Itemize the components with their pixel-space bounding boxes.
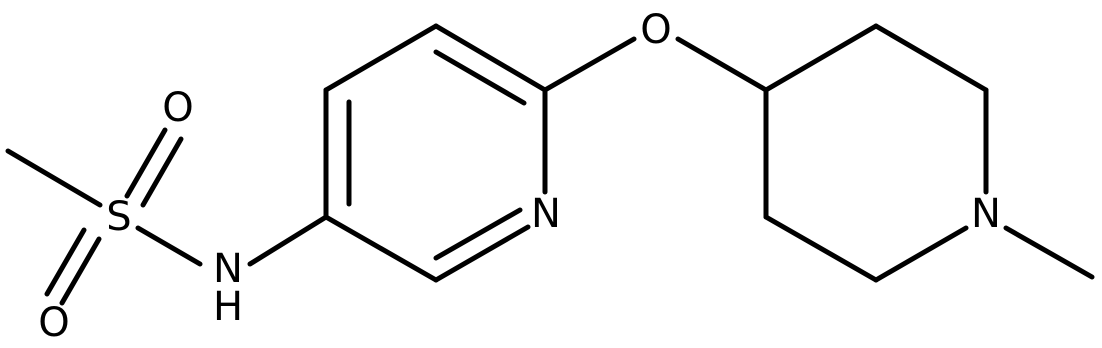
bond-pip-c3-c2 [873, 23, 989, 93]
bond-ring-c3-c2 [433, 23, 548, 93]
atom-labels: O S O N H N O N [38, 7, 1001, 346]
atom-ether-o: O [640, 7, 671, 53]
atom-o-sulfonyl-bottom: O [38, 300, 69, 346]
bond-s-o-top-2 [140, 136, 184, 208]
atom-piperidine-n: N [971, 191, 1001, 237]
bond-ring-c6-c5 [323, 214, 439, 283]
bond-s-o-bottom-1 [59, 236, 102, 306]
bond-ring-c3-c2-inner [433, 49, 527, 106]
bond-n-c5 [247, 214, 329, 267]
bond-layer [5, 23, 1095, 306]
bond-ring-n-c6-inner [433, 207, 523, 261]
atom-amide-h: H [213, 284, 243, 330]
atom-s: S [106, 194, 131, 240]
bond-s-n [135, 225, 203, 267]
bond-c2-o [542, 36, 637, 93]
atom-pyridine-n: N [531, 191, 561, 237]
bond-ring-c4-c3 [323, 23, 439, 93]
bond-s-o-top-1 [124, 127, 168, 199]
bond-pip-c4-c3 [763, 23, 879, 93]
bond-o-c4pip [675, 36, 769, 93]
bond-pip-c6-c5 [763, 214, 879, 283]
bond-methyl-s [5, 148, 103, 208]
bond-pip-n-c6 [873, 225, 969, 283]
bond-n-methyl [1003, 225, 1095, 280]
atom-o-sulfonyl-top: O [162, 85, 193, 131]
atom-amide-n: N [213, 246, 243, 292]
bond-s-o-bottom-2 [44, 227, 87, 297]
bond-ring-n-c6 [433, 224, 531, 283]
